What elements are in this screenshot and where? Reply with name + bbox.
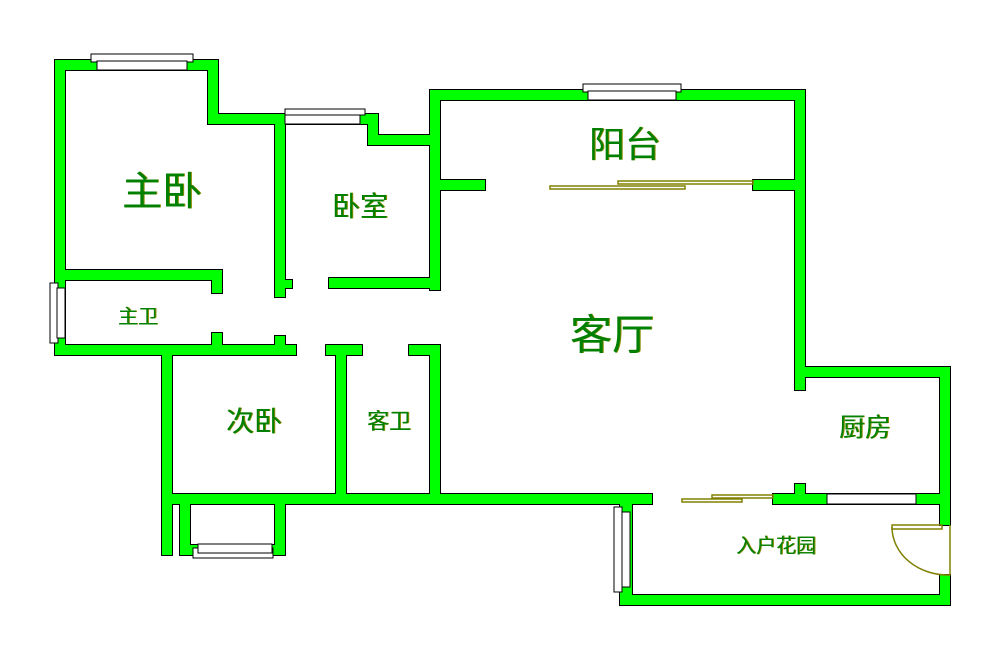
room-label-living-room: 客厅 <box>569 310 655 360</box>
entry-door <box>891 524 943 530</box>
wall <box>620 595 950 605</box>
wall <box>430 345 440 495</box>
wall <box>795 90 805 390</box>
wall <box>162 345 172 555</box>
sliding-door <box>617 180 754 185</box>
window <box>826 493 917 505</box>
sliding-door <box>681 498 743 503</box>
wall <box>753 180 795 190</box>
room-label-kitchen: 厨房 <box>838 413 892 444</box>
wall <box>430 90 440 290</box>
window <box>284 114 361 125</box>
wall <box>55 345 296 355</box>
wall <box>368 114 378 145</box>
window <box>56 287 66 339</box>
room-label-balcony: 阳台 <box>588 125 662 166</box>
wall <box>368 135 440 145</box>
wall <box>275 124 285 297</box>
room-label-bedroom: 卧室 <box>331 190 389 223</box>
room-label-entry-garden: 入户花园 <box>736 533 816 558</box>
room-label-guest-bath: 客卫 <box>366 410 412 435</box>
sliding-door <box>711 494 774 499</box>
wall <box>336 355 346 495</box>
room-label-master-bedroom: 主卧 <box>122 169 202 215</box>
wall <box>329 278 440 288</box>
wall <box>275 336 285 345</box>
wall <box>795 367 950 377</box>
wall <box>212 333 222 345</box>
wall <box>940 575 950 605</box>
window <box>96 60 188 71</box>
window <box>587 90 677 101</box>
window <box>284 108 366 116</box>
window <box>613 506 623 593</box>
wall <box>275 504 285 555</box>
wall <box>795 484 805 494</box>
room-label-master-bath: 主卫 <box>118 304 158 329</box>
wall <box>208 60 218 124</box>
wall <box>180 504 190 555</box>
wall <box>326 345 362 355</box>
wall <box>795 377 805 390</box>
wall <box>409 345 440 355</box>
wall <box>212 280 222 293</box>
wall <box>440 180 485 190</box>
room-label-second-bedroom: 次卧 <box>225 405 283 438</box>
wall <box>285 280 292 288</box>
sliding-door <box>549 185 686 190</box>
window <box>621 511 631 588</box>
wall <box>940 367 950 525</box>
wall <box>208 114 360 124</box>
wall <box>55 270 222 280</box>
wall <box>55 60 65 355</box>
entry-door-swing <box>891 525 951 576</box>
wall <box>162 494 652 504</box>
window <box>197 543 273 554</box>
